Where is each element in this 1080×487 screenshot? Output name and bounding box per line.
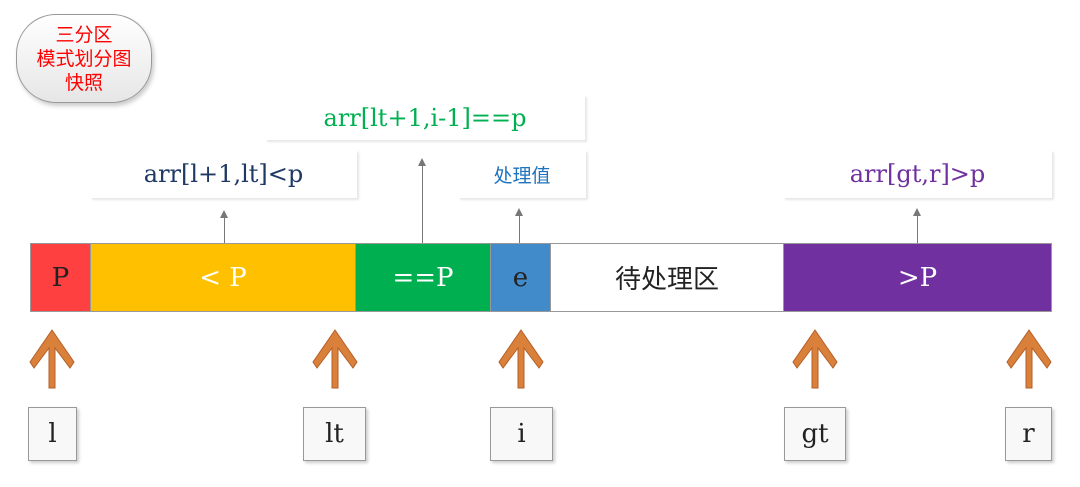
pointer-arrow-lt-icon [312,329,358,389]
less-region-label: arr[l+1,lt]<p [90,150,357,198]
title-line-2: 模式划分图 [36,48,132,70]
pointer-r: r [1005,407,1052,461]
greater-region-label: arr[gt,r]>p [783,150,1052,198]
pointer-lt: lt [303,407,366,461]
title-badge: 三分区 模式划分图 快照 [16,14,152,103]
less-connector-arrow [220,210,228,243]
pointer-arrow-l-icon [29,329,75,389]
greater-segment: >P [783,243,1052,312]
unprocessed-segment: 待处理区 [550,243,784,312]
equal-segment: ==P [355,243,491,312]
pointer-gt: gt [784,407,846,461]
greater-connector-arrow [913,208,921,243]
pointer-arrow-gt-icon [792,329,838,389]
equal-connector-arrow [418,158,426,243]
pointer-i: i [490,407,553,461]
current-connector-arrow [515,208,523,243]
title-line-1: 三分区 [55,24,113,46]
equal-region-label: arr[lt+1,i-1]==p [265,95,585,140]
pointer-arrow-r-icon [1006,329,1052,389]
pointer-arrows [29,329,1052,389]
pivot-segment: P [30,243,91,312]
less-segment: < P [90,243,356,312]
pointer-arrow-i-icon [498,329,544,389]
pointer-l: l [28,407,77,461]
current-segment: e [490,243,551,312]
current-element-label: 处理值 [458,150,586,198]
title-line-3: 快照 [64,72,103,94]
